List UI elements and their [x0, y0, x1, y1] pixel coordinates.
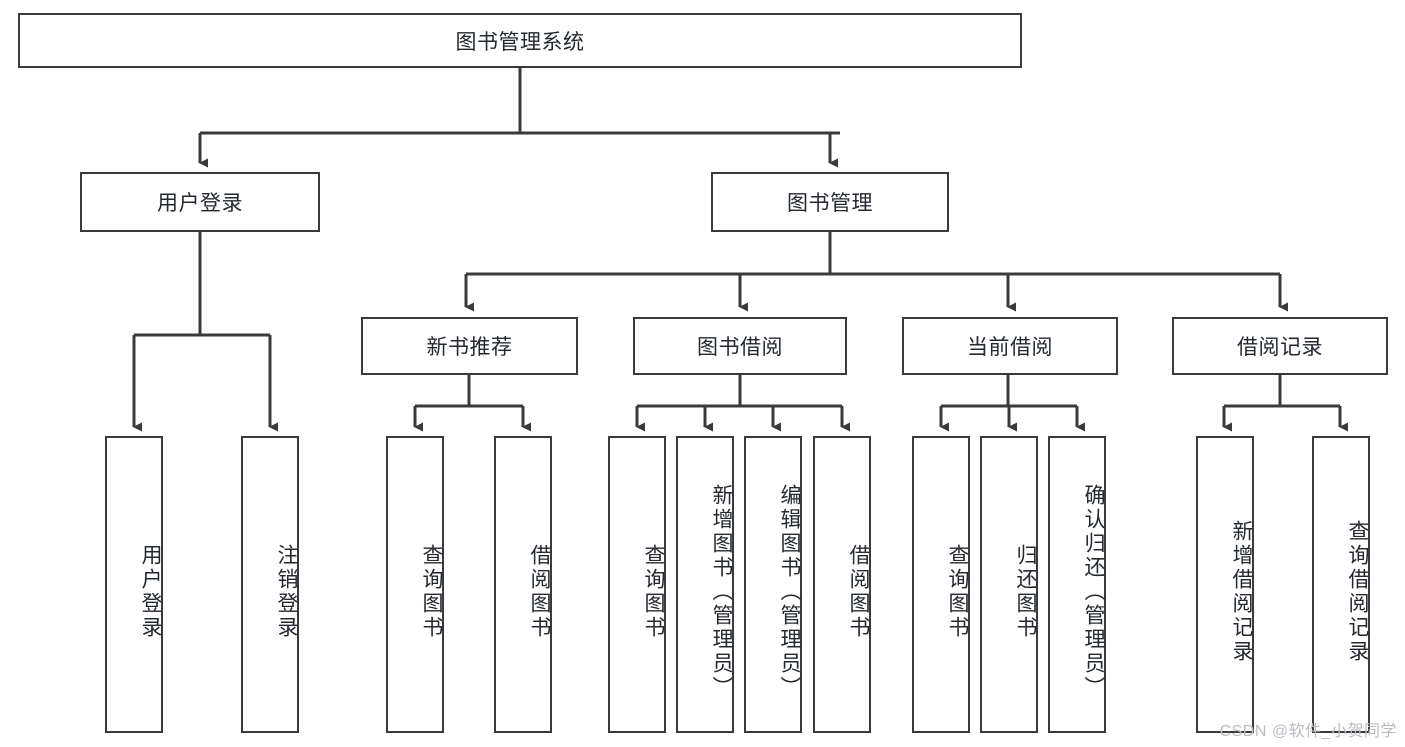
node-leaf-query-record[interactable]: 查询借阅记录	[1312, 436, 1370, 733]
node-leaf-borrow-book-1[interactable]: 借阅图书	[494, 436, 552, 733]
node-leaf-user-logout[interactable]: 注销登录	[241, 436, 299, 733]
csdn-watermark: CSDN @软件_小贺同学	[1219, 723, 1397, 740]
node-leaf-query-book-1-label: 查询图书	[420, 543, 443, 640]
node-leaf-borrow-book-2-label: 借阅图书	[847, 543, 870, 640]
node-leaf-borrow-book-1-label: 借阅图书	[528, 543, 551, 640]
node-user-login-label: 用户登录	[157, 192, 243, 215]
node-new-book-recommend-label: 新书推荐	[426, 336, 513, 359]
node-user-login[interactable]: 用户登录	[80, 172, 320, 232]
node-leaf-confirm-return[interactable]: 确认归还（管理员）	[1048, 436, 1106, 733]
node-leaf-query-book-3-label: 查询图书	[946, 543, 969, 640]
node-book-management-label: 图书管理	[787, 192, 873, 215]
node-leaf-add-record-label: 新增借阅记录	[1230, 519, 1253, 664]
node-leaf-query-book-3[interactable]: 查询图书	[912, 436, 970, 733]
node-borrow-record[interactable]: 借阅记录	[1172, 317, 1388, 375]
node-leaf-add-book-label: 新增图书（管理员）	[710, 483, 733, 700]
node-leaf-query-book-1[interactable]: 查询图书	[386, 436, 444, 733]
node-current-borrow[interactable]: 当前借阅	[902, 317, 1118, 375]
node-book-borrow-label: 图书借阅	[697, 336, 783, 359]
node-leaf-return-book-label: 归还图书	[1014, 543, 1037, 640]
node-leaf-edit-book[interactable]: 编辑图书（管理员）	[744, 436, 802, 733]
node-leaf-user-login[interactable]: 用户登录	[105, 436, 163, 733]
node-book-management[interactable]: 图书管理	[711, 172, 949, 232]
node-leaf-add-record[interactable]: 新增借阅记录	[1196, 436, 1254, 733]
node-leaf-confirm-return-label: 确认归还（管理员）	[1082, 483, 1105, 700]
node-leaf-user-logout-label: 注销登录	[275, 543, 298, 640]
node-leaf-query-book-2[interactable]: 查询图书	[608, 436, 666, 733]
node-leaf-add-book[interactable]: 新增图书（管理员）	[676, 436, 734, 733]
node-root[interactable]: 图书管理系统	[18, 13, 1022, 68]
node-new-book-recommend[interactable]: 新书推荐	[361, 317, 578, 375]
node-leaf-edit-book-label: 编辑图书（管理员）	[778, 483, 801, 700]
node-leaf-query-book-2-label: 查询图书	[642, 543, 665, 640]
node-borrow-record-label: 借阅记录	[1237, 336, 1323, 359]
node-leaf-borrow-book-2[interactable]: 借阅图书	[813, 436, 871, 733]
node-leaf-user-login-label: 用户登录	[139, 543, 162, 640]
node-leaf-query-record-label: 查询借阅记录	[1346, 519, 1369, 664]
node-current-borrow-label: 当前借阅	[967, 336, 1053, 359]
node-book-borrow[interactable]: 图书借阅	[633, 317, 847, 375]
node-leaf-return-book[interactable]: 归还图书	[980, 436, 1038, 733]
node-root-label: 图书管理系统	[455, 30, 585, 54]
